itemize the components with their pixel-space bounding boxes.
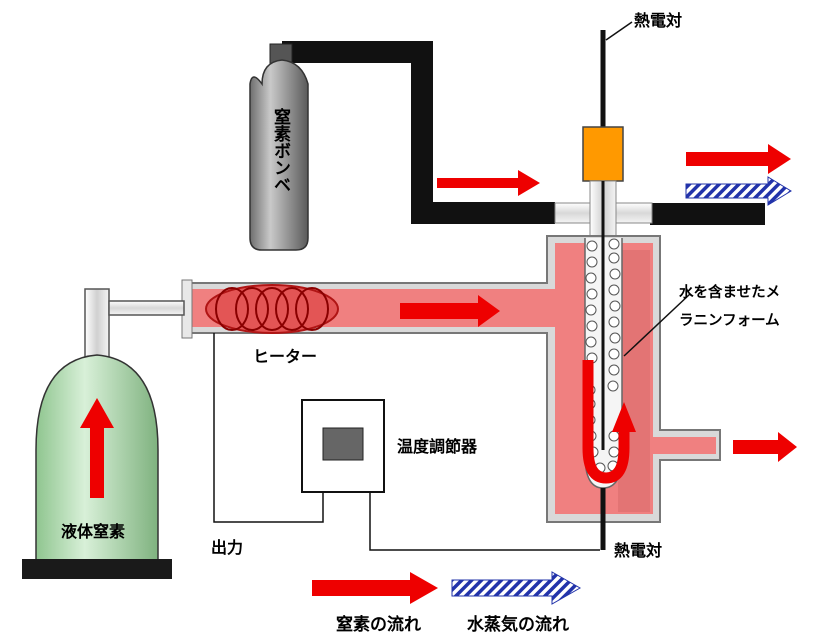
- legend-steam-arrow: [451, 571, 582, 605]
- outlet-hose: [650, 203, 765, 225]
- thermocouple-signal-wire: [369, 492, 600, 551]
- u-flow-arrowhead: [612, 402, 636, 432]
- liquid-nitrogen-label: 液体窒素: [61, 522, 125, 541]
- dewar-side-pipe: [108, 300, 185, 316]
- legend-steam-label: 水蒸気の流れ: [467, 614, 569, 635]
- nitrogen-cylinder-label: 窒素ボンベ: [270, 107, 291, 193]
- legend-nitrogen-arrow: [312, 572, 438, 604]
- steam-flow-arrow-outlet: [685, 176, 792, 206]
- nitrogen-hose: [282, 41, 555, 224]
- temperature-controller-label: 温度調節器: [396, 437, 478, 456]
- output-label: 出力: [211, 538, 243, 557]
- thermocouple-top-leader: [605, 21, 633, 41]
- dewar-base: [22, 559, 172, 579]
- controller-display: [322, 427, 364, 461]
- nitrogen-flow-arrow-outlet: [686, 144, 791, 174]
- tee-pipe-left: [554, 202, 596, 224]
- dewar-neck: [84, 288, 110, 360]
- tee-pipe-right: [613, 202, 653, 224]
- foam-leader: [623, 293, 691, 357]
- heater-label: ヒーター: [253, 347, 317, 366]
- foam-label-line2: ラニンフォーム: [679, 313, 780, 329]
- heater-output-wire: [213, 333, 324, 523]
- legend-nitrogen-label: 窒素の流れ: [336, 614, 421, 635]
- thermocouple-block: [582, 126, 624, 182]
- heater-coil-icon: [205, 284, 339, 334]
- thermocouple-top-label: 熱電対: [634, 11, 682, 30]
- foam-label-line1: 水を含ませたメ: [679, 283, 780, 301]
- nitrogen-flow-arrow-chamber-outlet: [733, 432, 797, 462]
- nitrogen-vapor-arrow: [80, 398, 114, 498]
- nitrogen-flow-arrow-pipe: [400, 295, 500, 327]
- u-flow-arrow: [582, 360, 630, 484]
- gas-cylinder-icon: [249, 59, 309, 251]
- nitrogen-flow-arrow-inlet: [437, 170, 540, 196]
- thermocouple-bottom-label: 熱電対: [614, 541, 662, 560]
- heater-coil-loops: [215, 287, 329, 331]
